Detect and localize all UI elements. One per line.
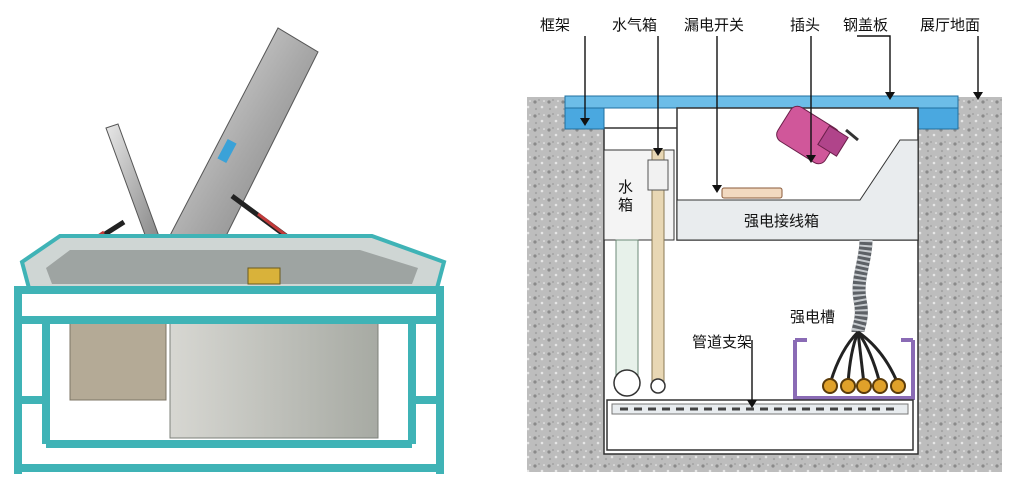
label-water-gas-box: 水气箱 [612,16,657,34]
callout-arrowheads [580,92,983,408]
label-steel-cover: 钢盖板 [843,16,888,34]
label-frame: 框架 [540,16,570,34]
power-trough [793,340,915,400]
label-water-box-char-1: 水 [618,178,633,196]
label-plug: 插头 [790,16,820,34]
plug [776,105,859,165]
concrete-bottom [527,454,1002,472]
pipe-end-left [613,369,641,397]
pvc-pipe-left [615,239,639,381]
steel-cover-plate [564,95,959,109]
junction-box-shelf [676,139,919,241]
label-pipe-support: 管道支架 [692,333,752,351]
grey-box [169,317,379,439]
stone-block [69,321,167,401]
lid-label-sticker [217,138,237,164]
tray-warning-label [247,267,281,285]
cable-connectors [822,378,906,394]
leakage-switch [721,187,783,199]
cross-section-diagram: 框架 水气箱 漏电开关 插头 钢盖板 展厅地面 水 箱 强电接线箱 强电槽 管道… [527,16,1002,472]
valve-fitting [647,159,669,191]
pipe-end-right [650,378,666,394]
label-hall-floor: 展厅地面 [920,16,980,34]
tray-inner [46,250,418,284]
flex-conduit-ridges [851,239,873,333]
label-leakage-switch: 漏电开关 [684,16,744,34]
product-photo [14,27,447,474]
teal-frame [14,286,444,474]
label-power-trough: 强电槽 [790,308,835,326]
pipe-support-rack [606,399,914,451]
label-water-box-char-2: 箱 [618,196,633,214]
label-power-junction-box: 强电接线箱 [744,212,819,230]
concrete-left-wall [527,97,604,472]
concrete-right-wall [918,97,1002,472]
callout-leaders [584,35,979,400]
